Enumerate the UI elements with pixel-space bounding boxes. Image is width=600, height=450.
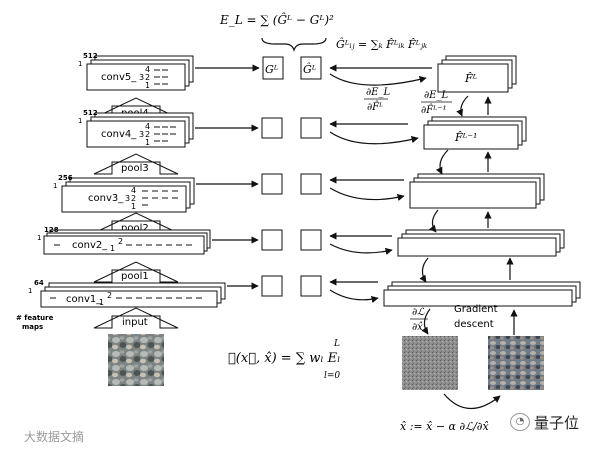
feature-l2-block [398,238,556,256]
conv1-count: 64 [34,279,44,287]
conv4-block: conv4_ 512 1 3 4 2 1 [78,109,193,147]
conv5-idx1: 1 [145,81,150,90]
gram-row3-a [262,174,282,194]
conv4-count: 512 [83,109,98,117]
conv4-idx3: 3 [139,130,144,139]
synthesized-image [488,336,544,390]
loss-sum-lower: l=0 [324,371,340,381]
dEdF-num: ∂E_L [366,87,390,98]
watermark-left: 大数据文摘 [24,428,84,445]
gram-row3-b [301,174,321,194]
gram-row4-b [301,118,321,138]
gram-row4-a [262,118,282,138]
conv2-count: 128 [44,226,59,234]
descent-label: descent [454,319,494,330]
conv3-idx3: 3 [125,194,130,203]
gram-row1-b [301,276,321,296]
conv1-idx2: 2 [107,291,112,300]
gram-brace [262,38,326,50]
feature-top-label: F̂ᴸ [464,72,478,85]
input-style-image [108,334,164,386]
conv5-label: conv5_ [101,72,137,83]
conv2-idx1: 1 [110,244,115,253]
pool3-label: pool3 [121,163,149,174]
conv3-idx1: 1 [131,202,136,211]
conv5-count: 512 [83,52,98,60]
conv2-idx2: 2 [118,237,123,246]
conv1-one: 1 [28,287,32,295]
gram-matrix-equation: Ĝᴸᵢⱼ = ∑ₖ F̂ᴸᵢₖ F̂ᴸⱼₖ [336,37,427,51]
conv2-one: 1 [37,234,41,242]
dLdx-den: ∂x̂ [412,322,423,333]
cnn-column: conv5_ 512 1 3 4 2 1 pool4 conv4_ 512 1 … [16,52,225,386]
conv5-idx3: 3 [139,73,144,82]
conv1-block: conv1_ 64 1 1 2 [28,279,225,307]
conv2-label: conv2_ [72,240,108,251]
dEdF1-num: ∂E_L [424,90,448,101]
brand-icon: ◔ [510,413,530,431]
gram-hat-label: Ĝᴸ [303,62,317,76]
pool1-label: pool1 [121,271,149,282]
synthesis-column: F̂ᴸ F̂ᴸ⁻¹ [384,56,580,409]
dLdx-num: ∂ℒ [412,307,425,318]
conv3-one: 1 [53,182,57,190]
feature-maps-label-1: # feature [16,314,54,322]
conv4-idx1: 1 [145,138,150,147]
conv1-idx1: 1 [99,298,104,307]
conv5-one: 1 [78,60,82,68]
gram-row2-b [301,230,321,250]
layer-loss-equation: E_L = ∑ (Ĝᴸ − Gᴸ)² [219,11,334,27]
conv4-one: 1 [78,117,82,125]
conv3-count: 256 [58,174,73,182]
gradient-label: Gradient [454,304,498,315]
dEdF-den: ∂F̂ᴸ [367,101,383,113]
gram-row2-a [262,230,282,250]
loss-sum-upper: L [333,339,340,349]
feature-lm1-label: F̂ᴸ⁻¹ [454,131,477,144]
total-loss-equation: ℒ(x⃗, x̂) = ∑ wₗ Eₗ [228,351,340,366]
descent-arrow [444,394,500,409]
conv2-block: conv2_ 128 1 1 2 [37,226,210,254]
conv1-label: conv1_ [66,294,102,305]
conv-to-gram-arrows [195,68,259,286]
update-rule-equation: x̂ := x̂ − α ∂ℒ/∂x̂ [400,420,489,433]
input-label: input [122,317,148,328]
watermark-brand: 量子位 [534,412,579,433]
conv3-block: conv3_ 256 1 3 4 2 1 [53,174,194,212]
gram-column: Gᴸ Ĝᴸ [262,57,321,296]
gram-l-label: Gᴸ [265,63,279,76]
conv5-block: conv5_ 512 1 3 4 2 1 [78,52,193,90]
gram-row1-a [262,276,282,296]
conv3-label: conv3_ [88,193,124,204]
feature-maps-label-2: maps [22,323,43,331]
feature-l3-block [410,182,536,208]
conv4-label: conv4_ [101,129,137,140]
noise-image [402,336,458,390]
dEdF1-den: ∂F̂ᴸ⁻¹ [421,104,447,116]
